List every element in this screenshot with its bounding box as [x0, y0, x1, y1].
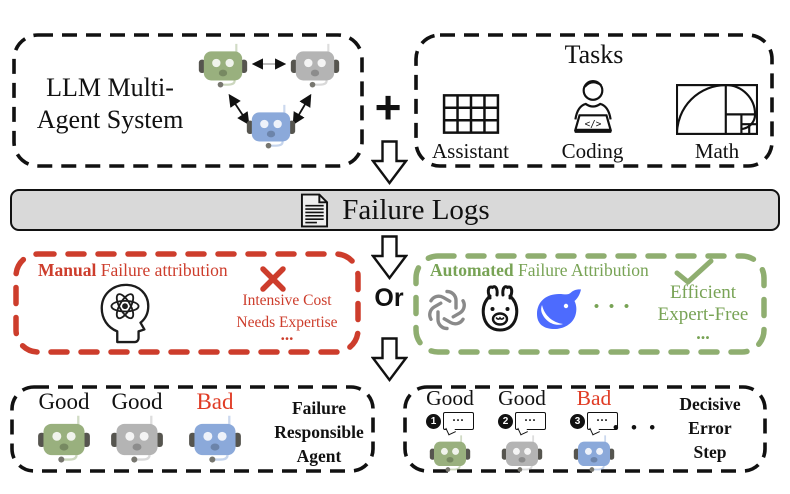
- auto-title-bold: Automated: [430, 260, 514, 280]
- plus-icon: +: [374, 81, 402, 133]
- mas-title-line1: LLM Multi-: [46, 73, 174, 102]
- speech-bubble-icon: ...: [587, 411, 618, 430]
- document-icon: [301, 193, 329, 227]
- person-laptop-icon: </>: [573, 80, 612, 133]
- auto-benefit-2: Expert-Free: [657, 303, 749, 325]
- agent-result-2: Good: [97, 390, 177, 464]
- down-arrow-icon: [371, 337, 408, 382]
- step-annotation: 2 ...: [498, 411, 546, 434]
- golden-ratio-icon: [675, 84, 758, 135]
- or-label: Or: [374, 284, 404, 312]
- green-robot-icon: [429, 434, 471, 473]
- auto-benefits: Efficient Expert-Free: [642, 282, 764, 325]
- robot-link-arrows: [228, 58, 312, 126]
- mas-title-line2: Agent System: [36, 104, 184, 134]
- code-glyph: </>: [584, 119, 601, 130]
- step-label-bad: Bad: [576, 386, 612, 410]
- models-ellipsis: • • •: [593, 299, 633, 315]
- agent-label-good: Good: [38, 389, 90, 414]
- agent-label-good: Good: [111, 389, 163, 414]
- task-label-assistant: Assistant: [432, 139, 510, 163]
- task-label-math: Math: [694, 139, 740, 163]
- caption-line: Failure: [291, 398, 347, 418]
- down-arrow-icon: [371, 140, 408, 185]
- responsible-agent-caption: Failure Responsible Agent: [266, 396, 372, 468]
- task-label-coding: Coding: [561, 139, 624, 163]
- blue-robot-icon: [573, 434, 615, 473]
- manual-note-2: Needs Expertise: [236, 314, 338, 331]
- mas-box-title: LLM Multi- Agent System: [24, 72, 196, 135]
- manual-ellipsis: ...: [280, 325, 294, 344]
- caption-line: Error: [688, 417, 732, 438]
- step-result-3: Bad 3 ...: [558, 386, 630, 473]
- speech-bubble-icon: ...: [443, 411, 474, 430]
- agent-result-3: Bad: [175, 390, 255, 464]
- table-grid-icon: [442, 94, 499, 134]
- tasks-row: Assistant </> Coding: [432, 70, 758, 162]
- openai-logo-icon: [428, 289, 466, 331]
- speech-bubble-icon: ...: [515, 411, 546, 430]
- auto-ellipsis: ...: [696, 323, 710, 343]
- step-label-good: Good: [426, 386, 474, 410]
- deepseek-whale-icon: [537, 289, 581, 330]
- cross-icon: [260, 266, 286, 292]
- thinking-head-icon: [100, 283, 150, 344]
- agent-label-bad: Bad: [196, 389, 234, 414]
- manual-box-title: Manual Failure attribution: [38, 260, 228, 281]
- check-icon: [674, 258, 714, 285]
- tasks-title: Tasks: [564, 40, 624, 69]
- caption-line: Responsible: [274, 422, 364, 443]
- step-result-2: Good 2 ...: [486, 386, 558, 473]
- manual-title-rest: Failure attribution: [96, 260, 228, 280]
- down-arrow-icon: [371, 235, 408, 280]
- step-number-badge: 1: [426, 413, 441, 429]
- step-label-good: Good: [498, 386, 546, 410]
- task-assistant: Assistant: [432, 70, 509, 162]
- steps-ellipsis: • • •: [612, 418, 660, 437]
- error-step-caption: Decisive Error Step: [660, 393, 760, 464]
- step-annotation: 1 ...: [426, 411, 474, 434]
- step-result-1: Good 1 ...: [414, 386, 486, 473]
- auto-benefit-1: Efficient: [669, 282, 737, 303]
- task-coding: </> Coding: [561, 70, 624, 163]
- manual-notes: Intensive Cost Needs Expertise: [212, 290, 362, 334]
- manual-title-bold: Manual: [38, 260, 97, 280]
- llama-logo-icon: [481, 285, 519, 332]
- agent-result-1: Good: [24, 390, 104, 464]
- auto-title-rest: Failure Attribution: [513, 260, 649, 280]
- manual-note-1: Intensive Cost: [242, 292, 332, 309]
- caption-line: Decisive: [679, 394, 741, 414]
- auto-box-title: Automated Failure Attribution: [430, 260, 649, 281]
- step-number-badge: 2: [498, 413, 513, 429]
- task-math: Math: [675, 70, 758, 163]
- caption-line: Step: [693, 441, 727, 462]
- failure-logs-label: Failure Logs: [342, 193, 490, 226]
- step-number-badge: 3: [570, 413, 585, 429]
- gray-robot-icon: [501, 434, 543, 473]
- step-annotation: 3 ...: [570, 411, 618, 434]
- caption-line: Agent: [296, 446, 342, 467]
- failure-logs-bar: Failure Logs: [10, 189, 780, 231]
